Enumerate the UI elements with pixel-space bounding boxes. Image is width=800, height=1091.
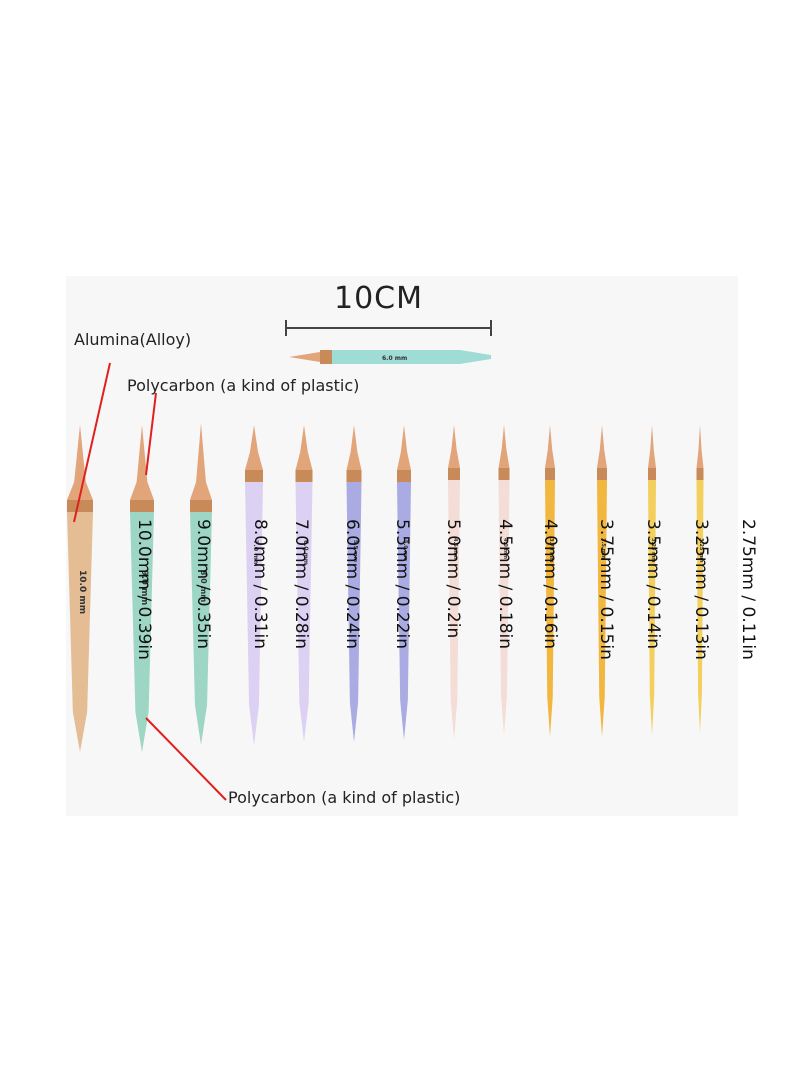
- needle-ferrule: [130, 500, 154, 512]
- needle-body: [190, 512, 212, 745]
- needle-body: [245, 482, 263, 745]
- needle: 4.5 mm: [448, 425, 460, 740]
- needle-size-label: 3.5mm / 0.14in: [643, 519, 663, 650]
- alumina-callout: Alumina(Alloy): [74, 330, 192, 349]
- needle-body: [498, 480, 510, 735]
- needle-size-label: 2.75mm / 0.11in: [738, 519, 758, 660]
- needle-mark: 5.0 mm: [402, 540, 408, 561]
- needle-mark: 5.5 mm: [352, 540, 358, 563]
- needle-ferrule: [67, 500, 93, 512]
- needle-ferrule: [245, 470, 263, 482]
- needle-mark: 3.25 mm: [698, 538, 704, 563]
- needle-ferrule: [597, 468, 607, 480]
- needle-tip: [136, 425, 148, 482]
- needle-size-label: 5.0mm / 0.2in: [443, 519, 463, 639]
- needle-mark: 7.0 mm: [252, 540, 259, 567]
- needle-mark: 4.5 mm: [452, 538, 458, 559]
- needle-size-label: 4.0mm / 0.16in: [540, 519, 560, 650]
- needle: 3.25 mm: [648, 425, 656, 735]
- needle-ferrule: [545, 468, 555, 480]
- needle-mark: 10.0 mm: [77, 570, 87, 614]
- needle: 3.25 mm: [696, 425, 704, 733]
- needle-mark: 3.75 mm: [548, 538, 554, 563]
- needle-ferrule: [397, 470, 411, 482]
- sample-needle-mark: 6.0 mm: [382, 355, 407, 362]
- needle-size-label: 3.75mm / 0.15in: [596, 519, 616, 660]
- needle-body: [597, 480, 607, 737]
- needle-ferrule: [648, 468, 656, 480]
- alumina-callout-line: [73, 362, 111, 523]
- needle-mark: 3.25 mm: [650, 538, 656, 563]
- needle-mark: 8.0 mm: [199, 570, 208, 602]
- scale-label: 10CM: [334, 281, 424, 316]
- needle-size-label: 5.5mm / 0.22in: [392, 519, 412, 650]
- needle-size-label: 6.0mm / 0.24in: [342, 519, 362, 650]
- needle: 5.5 mm: [346, 425, 362, 742]
- needle-body: [67, 512, 93, 752]
- needle-tip: [451, 425, 457, 450]
- needle-tip: [249, 425, 259, 452]
- needle-ferrule: [498, 468, 510, 480]
- needle-size-label: 8.0mm / 0.31in: [250, 519, 270, 650]
- polycarbon-top-callout-line: [145, 392, 157, 476]
- needle-size-label: 4.5mm / 0.18in: [495, 519, 515, 650]
- needle-body: [397, 482, 411, 740]
- needle: 9.0 mm: [130, 425, 154, 752]
- needle-ferrule: [696, 468, 704, 480]
- needle-mark: 3.5 mm: [600, 538, 606, 559]
- needle-mark: 9.0 mm: [140, 570, 150, 605]
- needle-size-label: 10.0mm / 0.39in: [134, 519, 154, 660]
- polycarbon-bottom-callout: Polycarbon (a kind of plastic): [228, 788, 461, 807]
- needle: 6.0 mm: [295, 425, 313, 742]
- needle-tip: [698, 425, 702, 450]
- needle-tip: [599, 425, 605, 450]
- needle-mark: 6.0 mm: [302, 540, 309, 565]
- needle: 7.0 mm: [245, 425, 263, 745]
- needle-tip: [400, 425, 408, 452]
- needle-size-label: 7.0mm / 0.28in: [291, 519, 311, 650]
- polycarbon-top-callout: Polycarbon (a kind of plastic): [127, 376, 360, 395]
- needle-tip: [196, 423, 206, 482]
- needle-body: [346, 482, 362, 742]
- needle-body: [448, 480, 460, 740]
- needle: 4.0 mm: [498, 425, 510, 735]
- scale-bar: [285, 320, 492, 336]
- needle-tip: [547, 425, 553, 450]
- needle: 5.0 mm: [397, 425, 411, 740]
- polycarbon-bottom-callout-line: [145, 717, 227, 801]
- needle-tip: [501, 425, 507, 450]
- needle: 3.75 mm: [545, 425, 555, 737]
- needle: 3.5 mm: [597, 425, 607, 737]
- needle-body: [545, 480, 555, 737]
- sample-needle: 6.0 mm: [289, 350, 491, 364]
- needle-size-label: 9.0mm / 0.35in: [193, 519, 213, 650]
- needle-ferrule: [295, 470, 313, 482]
- needle-mark: 4.0 mm: [502, 538, 508, 559]
- needle-ferrule: [448, 468, 460, 480]
- needle-ferrule: [346, 470, 362, 482]
- needle-tip: [74, 425, 86, 482]
- needle-body: [130, 512, 154, 752]
- needle-tip: [350, 425, 358, 452]
- needle-tip: [300, 425, 308, 452]
- needle-set: 10.0 mm 9.0 mm 8.0 mm 7.0 mm 6.0 mm 5.5 mm 5.0…: [67, 423, 704, 752]
- needle: 10.0 mm: [67, 425, 93, 752]
- callout-lines: [73, 362, 227, 801]
- needle: 8.0 mm: [190, 423, 212, 745]
- needle-tip: [650, 425, 654, 450]
- needle-body: [295, 482, 313, 742]
- needle-body: [696, 480, 704, 733]
- needle-ferrule: [190, 500, 212, 512]
- needle-body: [648, 480, 656, 735]
- needle-size-label: 3.25mm / 0.13in: [691, 519, 711, 660]
